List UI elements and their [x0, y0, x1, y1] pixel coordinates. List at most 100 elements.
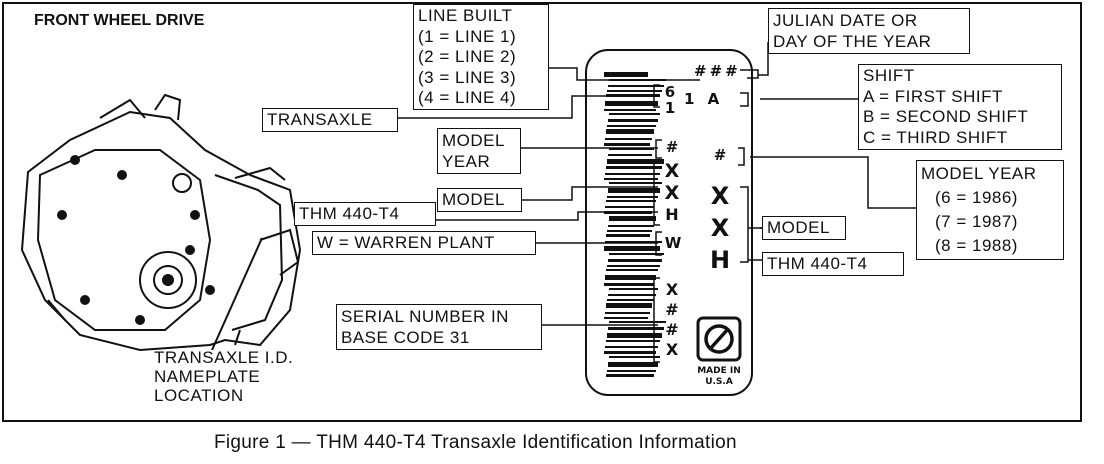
barcode-bar	[609, 148, 654, 150]
model-year-left-line-1: MODEL	[442, 131, 505, 150]
made-in-line-1: MADE IN	[697, 366, 741, 376]
barcode-bar	[605, 312, 650, 314]
barcode-bar	[607, 265, 660, 267]
barcode-bar	[607, 370, 656, 372]
barcode-bar	[609, 288, 658, 290]
barcode-bar	[608, 85, 664, 87]
plate-serial-code-4: X	[665, 340, 679, 359]
barcode-bar	[605, 275, 656, 280]
barcode-bar	[609, 216, 656, 221]
callout-serial-number: SERIAL NUMBER IN BASE CODE 31	[336, 304, 542, 350]
barcode-bar	[607, 196, 658, 198]
callout-model-left: MODEL	[437, 188, 522, 212]
barcode-bar	[604, 178, 658, 180]
barcode-bar	[604, 351, 656, 354]
barcode-bar	[608, 362, 658, 367]
shift-a: A = FIRST SHIFT	[863, 86, 1003, 106]
barcode-bar	[604, 283, 654, 286]
barcode-bar	[606, 269, 658, 271]
callout-warren-plant: W = WARREN PLANT	[312, 231, 536, 255]
plate-serial-code-2: #	[665, 300, 679, 319]
barcode-bar	[605, 346, 658, 348]
plate-serial-codes: X # # X	[664, 280, 680, 360]
callout-model-year-right: MODEL YEAR (6 = 1986) (7 = 1987) (8 = 19…	[916, 160, 1064, 260]
diagram-heading: FRONT WHEEL DRIVE	[34, 12, 205, 29]
barcode-bar	[607, 90, 662, 92]
plate-line-shift-code: 1 A	[684, 90, 724, 108]
barcode-bar	[609, 182, 662, 184]
barcode-bar	[607, 230, 652, 232]
barcode-bar	[604, 246, 660, 251]
serial-line-2: BASE CODE 31	[341, 328, 470, 347]
callout-thm-left: THM 440-T4	[294, 202, 436, 226]
barcode-bar	[609, 253, 664, 255]
barcode-bar	[604, 143, 650, 146]
barcode-bar	[607, 333, 662, 338]
plate-right-code-2: X	[710, 214, 730, 242]
transaxle-location-line-3: LOCATION	[154, 386, 244, 405]
barcode-bar	[609, 356, 660, 358]
barcode-bar	[609, 113, 660, 115]
plate-model-codes: X X H	[664, 160, 680, 226]
barcode-bar	[607, 159, 664, 164]
barcode-bar	[608, 225, 654, 227]
callout-transaxle: TRANSAXLE	[262, 108, 398, 132]
barcode-bar	[604, 317, 648, 319]
model-year-right-title: MODEL YEAR	[921, 164, 1037, 183]
barcode-bar	[604, 109, 656, 111]
line-built-1: (1 = LINE 1)	[418, 26, 517, 46]
plate-serial-code-1: X	[665, 280, 679, 299]
barcode-bar	[606, 234, 650, 237]
barcode-bar	[607, 125, 656, 127]
model-year-8: (8 = 1988)	[935, 236, 1018, 255]
transaxle-location-line-2: NAMEPLATE	[154, 367, 261, 386]
barcode-bar	[608, 327, 664, 330]
barcode-bar	[605, 138, 652, 140]
plate-serial-code-3: #	[665, 320, 679, 339]
callout-thm-right: THM 440-T4	[762, 252, 904, 276]
shift-b: B = SECOND SHIFT	[863, 107, 1029, 126]
made-in-line-2: U.S.A	[705, 377, 733, 387]
plate-transaxle-code: 6 1	[663, 84, 677, 116]
julian-date-line-2: DAY OF THE YEAR	[773, 32, 932, 51]
barcode-bar	[608, 259, 662, 262]
callout-model-right: MODEL	[762, 216, 846, 240]
plate-model-code-2: X	[664, 182, 680, 204]
plate-transaxle-code-1: 6	[664, 83, 676, 101]
barcode-bar	[606, 166, 662, 169]
callout-line-built: LINE BUILT (1 = LINE 1) (2 = LINE 2) (3 …	[413, 4, 549, 110]
line-built-2: (2 = LINE 2)	[418, 47, 517, 66]
model-year-6: (6 = 1986)	[935, 188, 1018, 207]
figure-caption: Figure 1 — THM 440-T4 Transaxle Identifi…	[214, 432, 737, 453]
line-built-3: (3 = LINE 3)	[418, 67, 517, 87]
barcode-bar	[607, 299, 654, 301]
barcode-bar	[608, 154, 652, 156]
plate-year-code: #	[665, 138, 679, 156]
transaxle-location-line-1: TRANSAXLE I.D.	[154, 348, 294, 367]
barcode-bar	[605, 241, 662, 243]
barcode-bar	[605, 206, 654, 208]
callout-shift: SHIFT A = FIRST SHIFT B = SECOND SHIFT C…	[858, 64, 1062, 150]
plate-plant-code: W	[664, 234, 682, 252]
figure-frame	[2, 2, 1082, 422]
plate-model-code-1: X	[664, 160, 680, 182]
model-year-left-line-2: YEAR	[442, 152, 491, 171]
plate-made-in: MADE IN U.S.A	[693, 366, 745, 388]
plate-transaxle-code-2: 1	[664, 99, 676, 117]
plate-right-year-code: #	[713, 146, 727, 164]
line-built-4: (4 = LINE 4)	[418, 88, 517, 107]
barcode-bar	[608, 294, 656, 296]
line-built-title: LINE BUILT	[418, 6, 513, 25]
barcode-bar	[608, 188, 660, 193]
plate-right-code-3: H	[709, 246, 731, 274]
serial-line-1: SERIAL NUMBER IN	[341, 307, 509, 326]
id-plate	[585, 49, 753, 396]
model-year-7: (7 = 1987)	[935, 212, 1018, 231]
barcode-bar	[606, 200, 656, 202]
shift-title: SHIFT	[863, 66, 915, 85]
barcode-bar	[606, 129, 654, 134]
julian-date-line-1: JULIAN DATE OR	[773, 11, 918, 30]
transaxle-illustration	[20, 93, 302, 352]
barcode-bar	[606, 340, 660, 342]
